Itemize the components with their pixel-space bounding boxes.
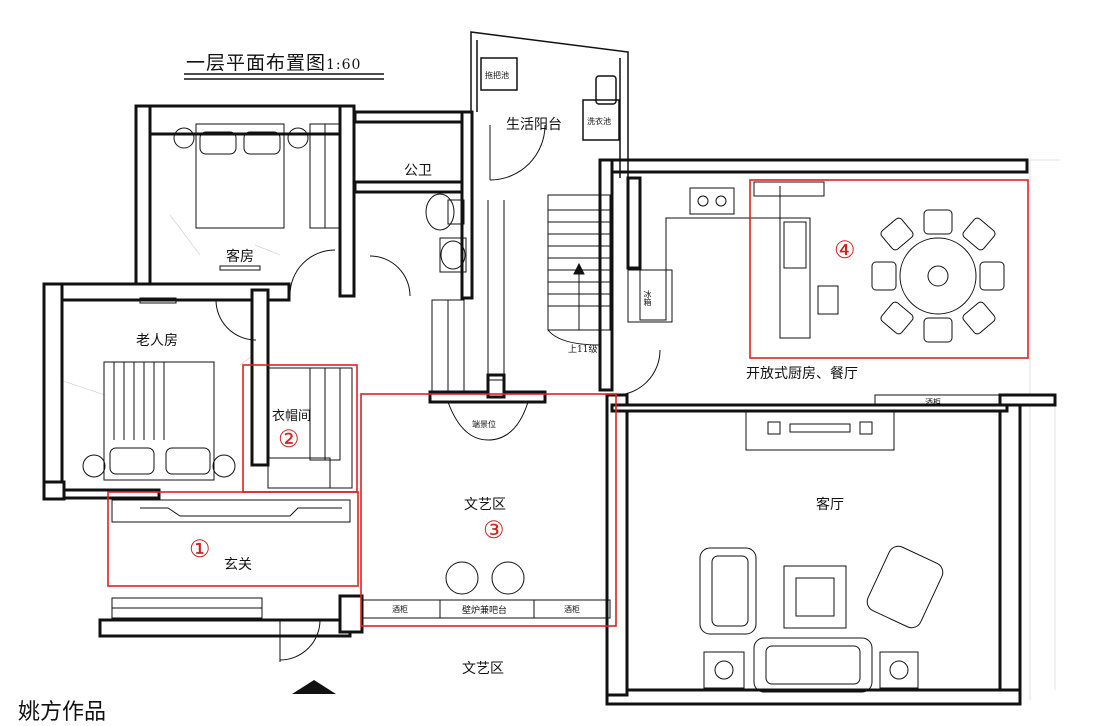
fixture-label-laundry-sink: 洗衣池	[587, 117, 611, 126]
zone-highlights	[107, 179, 1029, 627]
fixture-label-wine-cabinet-right: 酒柜	[564, 605, 580, 614]
stairs	[487, 194, 611, 381]
zone-marker-1: ①	[189, 535, 211, 563]
entry-arrow	[292, 680, 336, 694]
living-room-furniture	[699, 394, 1001, 693]
fixture-label-fridge: 冰箱	[643, 290, 652, 306]
zone-1-outline	[107, 491, 359, 587]
zone-marker-3: ③	[483, 516, 505, 544]
title-underline	[184, 73, 384, 80]
kitchen-dining-furniture	[627, 181, 1005, 343]
fixture-label-fireplace-bar: 壁炉兼吧台	[462, 606, 508, 616]
room-label-culture-area-outside: 文艺区	[462, 661, 504, 677]
room-label-elder-room: 老人房	[136, 333, 178, 349]
doors	[215, 124, 661, 662]
zone-4-outline	[749, 179, 1029, 359]
zone-marker-2: ②	[278, 425, 300, 453]
room-label-guest-room: 客房	[226, 249, 254, 265]
fixture-label-wine-cabinet-left: 酒柜	[392, 605, 408, 614]
culture-area-furniture	[361, 401, 611, 619]
zone-marker-4: ④	[834, 236, 856, 264]
room-label-public-toilet: 公卫	[404, 163, 432, 179]
plan-title: 一层平面布置图1:60	[186, 48, 361, 75]
fixture-label-feature-spot: 端景位	[472, 420, 496, 429]
room-label-entrance: 玄关	[224, 557, 252, 573]
elder-room-furniture	[82, 297, 236, 481]
room-label-kitchen-dining: 开放式厨房、餐厅	[746, 366, 858, 382]
plan-scale: 1:60	[326, 57, 362, 73]
plan-title-text: 一层平面布置图	[186, 52, 327, 74]
guest-room-furniture	[173, 123, 341, 271]
walls	[42, 104, 1057, 706]
fixture-label-stairs-up: 上11级	[568, 345, 598, 355]
room-label-service-balcony: 生活阳台	[506, 117, 562, 133]
room-label-cloakroom: 衣帽间	[272, 409, 312, 424]
zone-3-outline	[360, 393, 617, 627]
entrance-furniture	[111, 499, 351, 619]
room-label-living-room: 客厅	[816, 497, 844, 513]
construction-guides	[59, 159, 1060, 700]
author-credit: 姚方作品	[18, 700, 107, 725]
bathroom-fixtures	[425, 193, 467, 273]
fixture-label-wine-cabinet-top: 酒柜	[925, 398, 941, 407]
cloakroom-furniture	[267, 299, 465, 489]
fixture-label-mop-sink: 拖把池	[485, 71, 509, 80]
zone-2-outline	[242, 364, 358, 493]
balcony-outline	[470, 31, 629, 178]
room-label-culture-area: 文艺区	[464, 497, 506, 513]
